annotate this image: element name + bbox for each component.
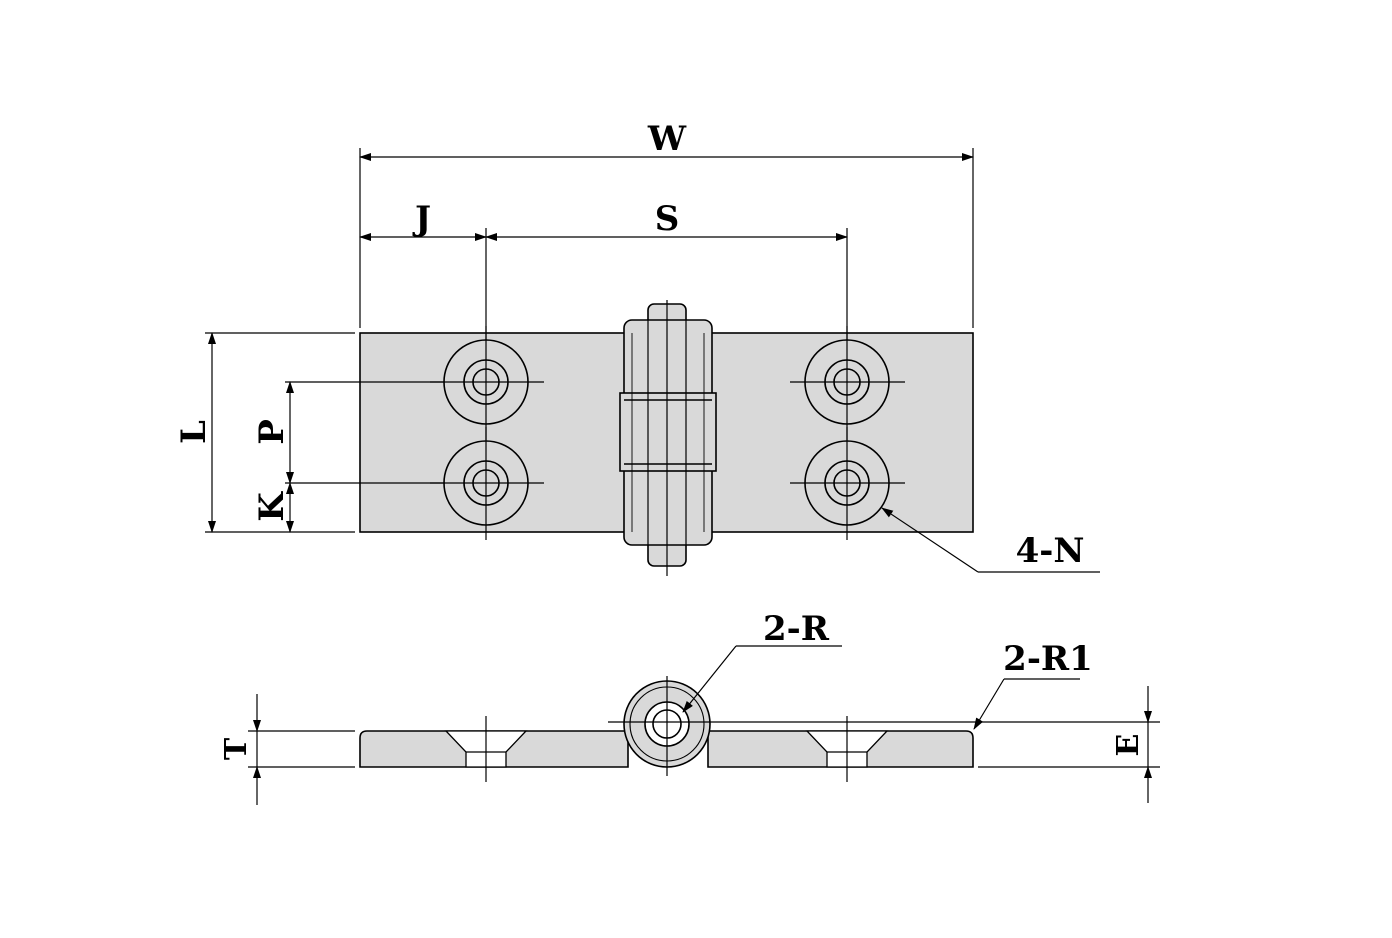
dimension-lines <box>208 153 974 533</box>
top-view <box>205 148 1100 576</box>
label-j: J <box>412 199 431 239</box>
knuckle-radius-leader <box>682 645 842 713</box>
hole-bottom-right <box>790 427 905 540</box>
hole-bottom-left <box>430 427 544 540</box>
label-e: E <box>1111 734 1146 757</box>
side-extension-lines <box>248 730 1160 768</box>
label-t: T <box>219 737 254 760</box>
hinge-knuckle <box>619 300 717 576</box>
label-k: K <box>252 491 292 522</box>
side-view <box>248 645 1160 805</box>
label-s: S <box>655 199 680 239</box>
label-p: P <box>252 419 292 445</box>
hole-top-left <box>430 326 544 440</box>
label-w: W <box>647 119 687 159</box>
label-4n: 4-N <box>1016 531 1085 571</box>
hole-top-right <box>790 326 905 440</box>
label-2r: 2-R <box>763 609 830 649</box>
label-l: L <box>174 420 214 444</box>
extension-lines <box>205 148 974 533</box>
mounting-holes <box>430 326 905 540</box>
holes-leader <box>881 507 1100 573</box>
corner-radius-leader <box>973 678 1080 730</box>
label-2r1: 2-R1 <box>1003 639 1093 679</box>
